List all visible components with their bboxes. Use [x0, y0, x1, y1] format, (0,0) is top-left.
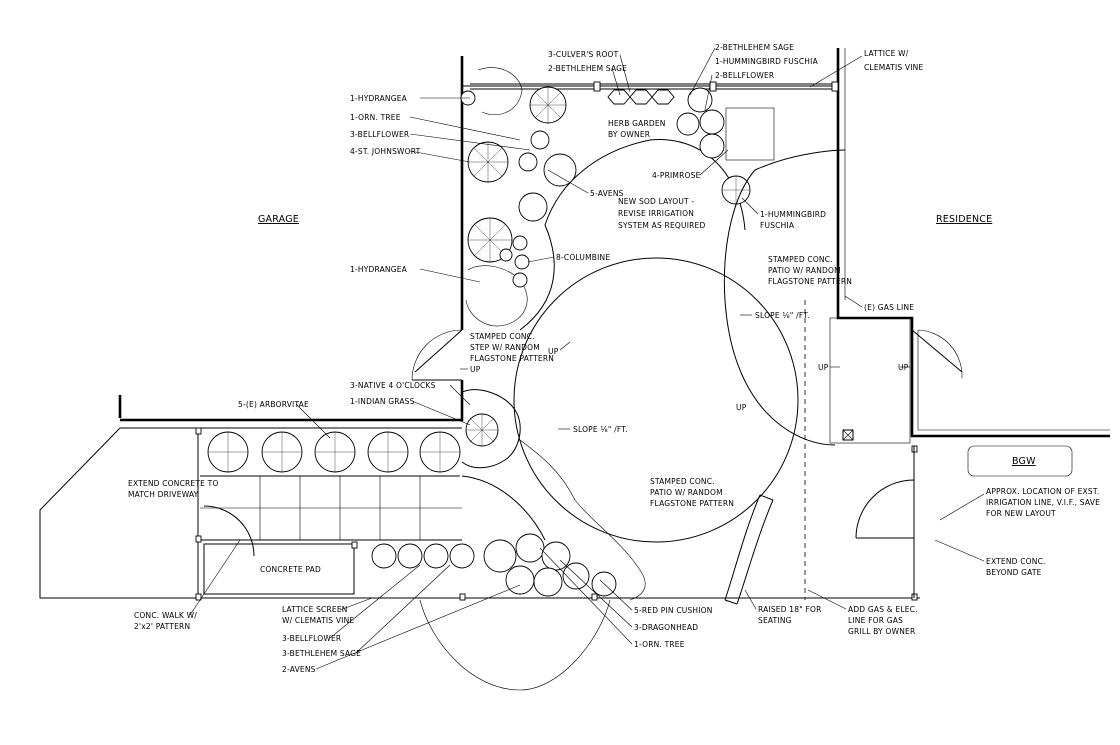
callout-bellflower-top: 2-BELLFLOWER [715, 71, 774, 80]
callout-stamped-patio-c-l3: FLAGSTONE PATTERN [650, 499, 734, 508]
lattice-fence-top [470, 81, 839, 92]
callout-extend-concrete-l1: EXTEND CONCRETE TO [128, 479, 219, 488]
callout-stamped-patio-c-l1: STAMPED CONC. [650, 477, 715, 486]
callout-concrete-pad: CONCRETE PAD [260, 565, 321, 574]
residence-label: RESIDENCE [936, 214, 992, 225]
callout-herb-garden-l1: HERB GARDEN [608, 119, 666, 128]
callout-extend-conc-l1: EXTEND CONC. [986, 557, 1046, 566]
residence-door [911, 329, 963, 379]
callout-hummingbird-fuschia-top: 1-HUMMINGBIRD FUSCHIA [715, 57, 819, 66]
label-up-3: UP [818, 363, 829, 372]
callout-bethlehem-sage-top2: 2-BETHLEHEM SAGE [715, 43, 794, 52]
callout-stamped-patio-r-l1: STAMPED CONC. [768, 255, 833, 264]
callout-bethlehem-sage-bottom: 3-BETHLEHEM SAGE [282, 649, 361, 658]
callout-add-gas-l3: GRILL BY OWNER [848, 627, 915, 636]
callout-irrigation-l2: IRRIGATION LINE, V.I.F., SAVE [986, 498, 1100, 507]
callout-avens-5: 5-AVENS [590, 189, 624, 198]
columbine-plants [499, 235, 530, 288]
arborvitae-row [207, 431, 461, 473]
callout-slope-c: SLOPE ⅛" /FT. [573, 425, 628, 434]
callout-lattice-screen-l1: LATTICE SCREEN [282, 605, 348, 614]
callout-hydrangea-1: 1-HYDRANGEA [350, 94, 408, 103]
bed-shrubs [460, 86, 751, 263]
callout-arborvitae: 5-(E) ARBORVITAE [238, 400, 309, 409]
plant-callouts: 1-HYDRANGEA 1-ORN. TREE 3-BELLFLOWER 4-S… [128, 43, 1100, 674]
callout-hummingbird-r2: FUSCHIA [760, 221, 795, 230]
callout-stamped-patio-c-l2: PATIO W/ RANDOM [650, 488, 723, 497]
callout-hummingbird-r1: 1-HUMMINGBIRD [760, 210, 826, 219]
raised-seating-wall [724, 494, 774, 605]
tree-canopy-outline [519, 439, 646, 601]
right-gate [855, 445, 1073, 598]
callout-bethlehem-sage-top: 2-BETHLEHEM SAGE [548, 64, 627, 73]
callout-new-sod-l1: NEW SOD LAYOUT - [618, 197, 694, 206]
callout-columbine: 8-COLUMBINE [556, 253, 610, 262]
callout-indian-grass: 1-INDIAN GRASS [350, 397, 415, 406]
callout-step-l2: STEP W/ RANDOM [470, 343, 540, 352]
bgw-label: BGW [1012, 456, 1036, 467]
callout-primrose: 4-PRIMROSE [652, 171, 701, 180]
callout-dragonhead: 3-DRAGONHEAD [634, 623, 698, 632]
residence-step-pad [829, 317, 911, 444]
label-up-2: UP [470, 365, 481, 374]
callout-irrigation-l3: FOR NEW LAYOUT [986, 509, 1056, 518]
callout-add-gas-l2: LINE FOR GAS [848, 616, 903, 625]
callout-irrigation-l1: APPROX. LOCATION OF EXST. [986, 487, 1099, 496]
callout-hydrangea-2: 1-HYDRANGEA [350, 265, 408, 274]
callout-new-sod-l3: SYSTEM AS REQUIRED [618, 221, 705, 230]
callout-slope-r: SLOPE ⅛" /FT. [755, 311, 810, 320]
callout-step-l1: STAMPED CONC. [470, 332, 535, 341]
label-up-1: UP [548, 347, 559, 356]
callout-bellflower-bottom: 3-BELLFLOWER [282, 634, 341, 643]
callout-conc-walk-l1: CONC. WALK W/ [134, 611, 197, 620]
callout-orn-tree-1: 1-ORN. TREE [350, 113, 401, 122]
garage-label: GARAGE [258, 214, 299, 225]
callout-conc-walk-l2: 2'x2' PATTERN [134, 622, 190, 631]
hydrangea-sketch [465, 67, 528, 327]
callout-add-gas-l1: ADD GAS & ELEC. [848, 605, 918, 614]
callout-four-oclocks: 3-NATIVE 4 O'CLOCKS [350, 381, 436, 390]
callout-raised-l1: RAISED 18" FOR [758, 605, 822, 614]
callout-new-sod-l2: REVISE IRRIGATION [618, 209, 694, 218]
concrete-walk [39, 427, 920, 599]
planting-bed-outline [462, 85, 832, 331]
label-up-4: UP [898, 363, 909, 372]
callout-gas-line: (E) GAS LINE [864, 303, 914, 312]
callout-red-pin-cushion: 5-RED PIN CUSHION [634, 606, 713, 615]
lawn-and-patio-shapes [461, 149, 846, 543]
callout-lattice-l2: CLEMATIS VINE [864, 63, 923, 72]
room-labels: GARAGE RESIDENCE BGW [258, 214, 1036, 467]
callout-raised-l2: SEATING [758, 616, 792, 625]
label-up-5: UP [736, 403, 747, 412]
indian-grass-plant [465, 413, 499, 447]
callout-lattice-screen-l2: W/ CLEMATIS VINE [282, 616, 354, 625]
up-arrows [460, 341, 910, 370]
callout-avens-bottom: 2-AVENS [282, 665, 316, 674]
bottom-bed-plants [371, 533, 617, 691]
callout-step-l3: FLAGSTONE PATTERN [470, 354, 554, 363]
callout-stamped-patio-r-l3: FLAGSTONE PATTERN [768, 277, 852, 286]
callout-herb-garden-l2: BY OWNER [608, 130, 650, 139]
callout-stamped-patio-r-l2: PATIO W/ RANDOM [768, 266, 841, 275]
callout-extend-concrete-l2: MATCH DRIVEWAY [128, 490, 199, 499]
callout-culvers-root: 3-CULVER'S ROOT [548, 50, 619, 59]
callout-bellflower-3: 3-BELLFLOWER [350, 130, 409, 139]
callout-orn-tree-bottom: 1-ORN. TREE [634, 640, 685, 649]
callout-extend-conc-l2: BEYOND GATE [986, 568, 1042, 577]
callout-st-johnswort: 4-ST. JOHNSWORT [350, 147, 421, 156]
building-walls [118, 48, 1110, 438]
garage-door [411, 329, 463, 381]
callout-lattice-l1: LATTICE W/ [864, 49, 909, 58]
culvers-root-plants [607, 89, 675, 105]
